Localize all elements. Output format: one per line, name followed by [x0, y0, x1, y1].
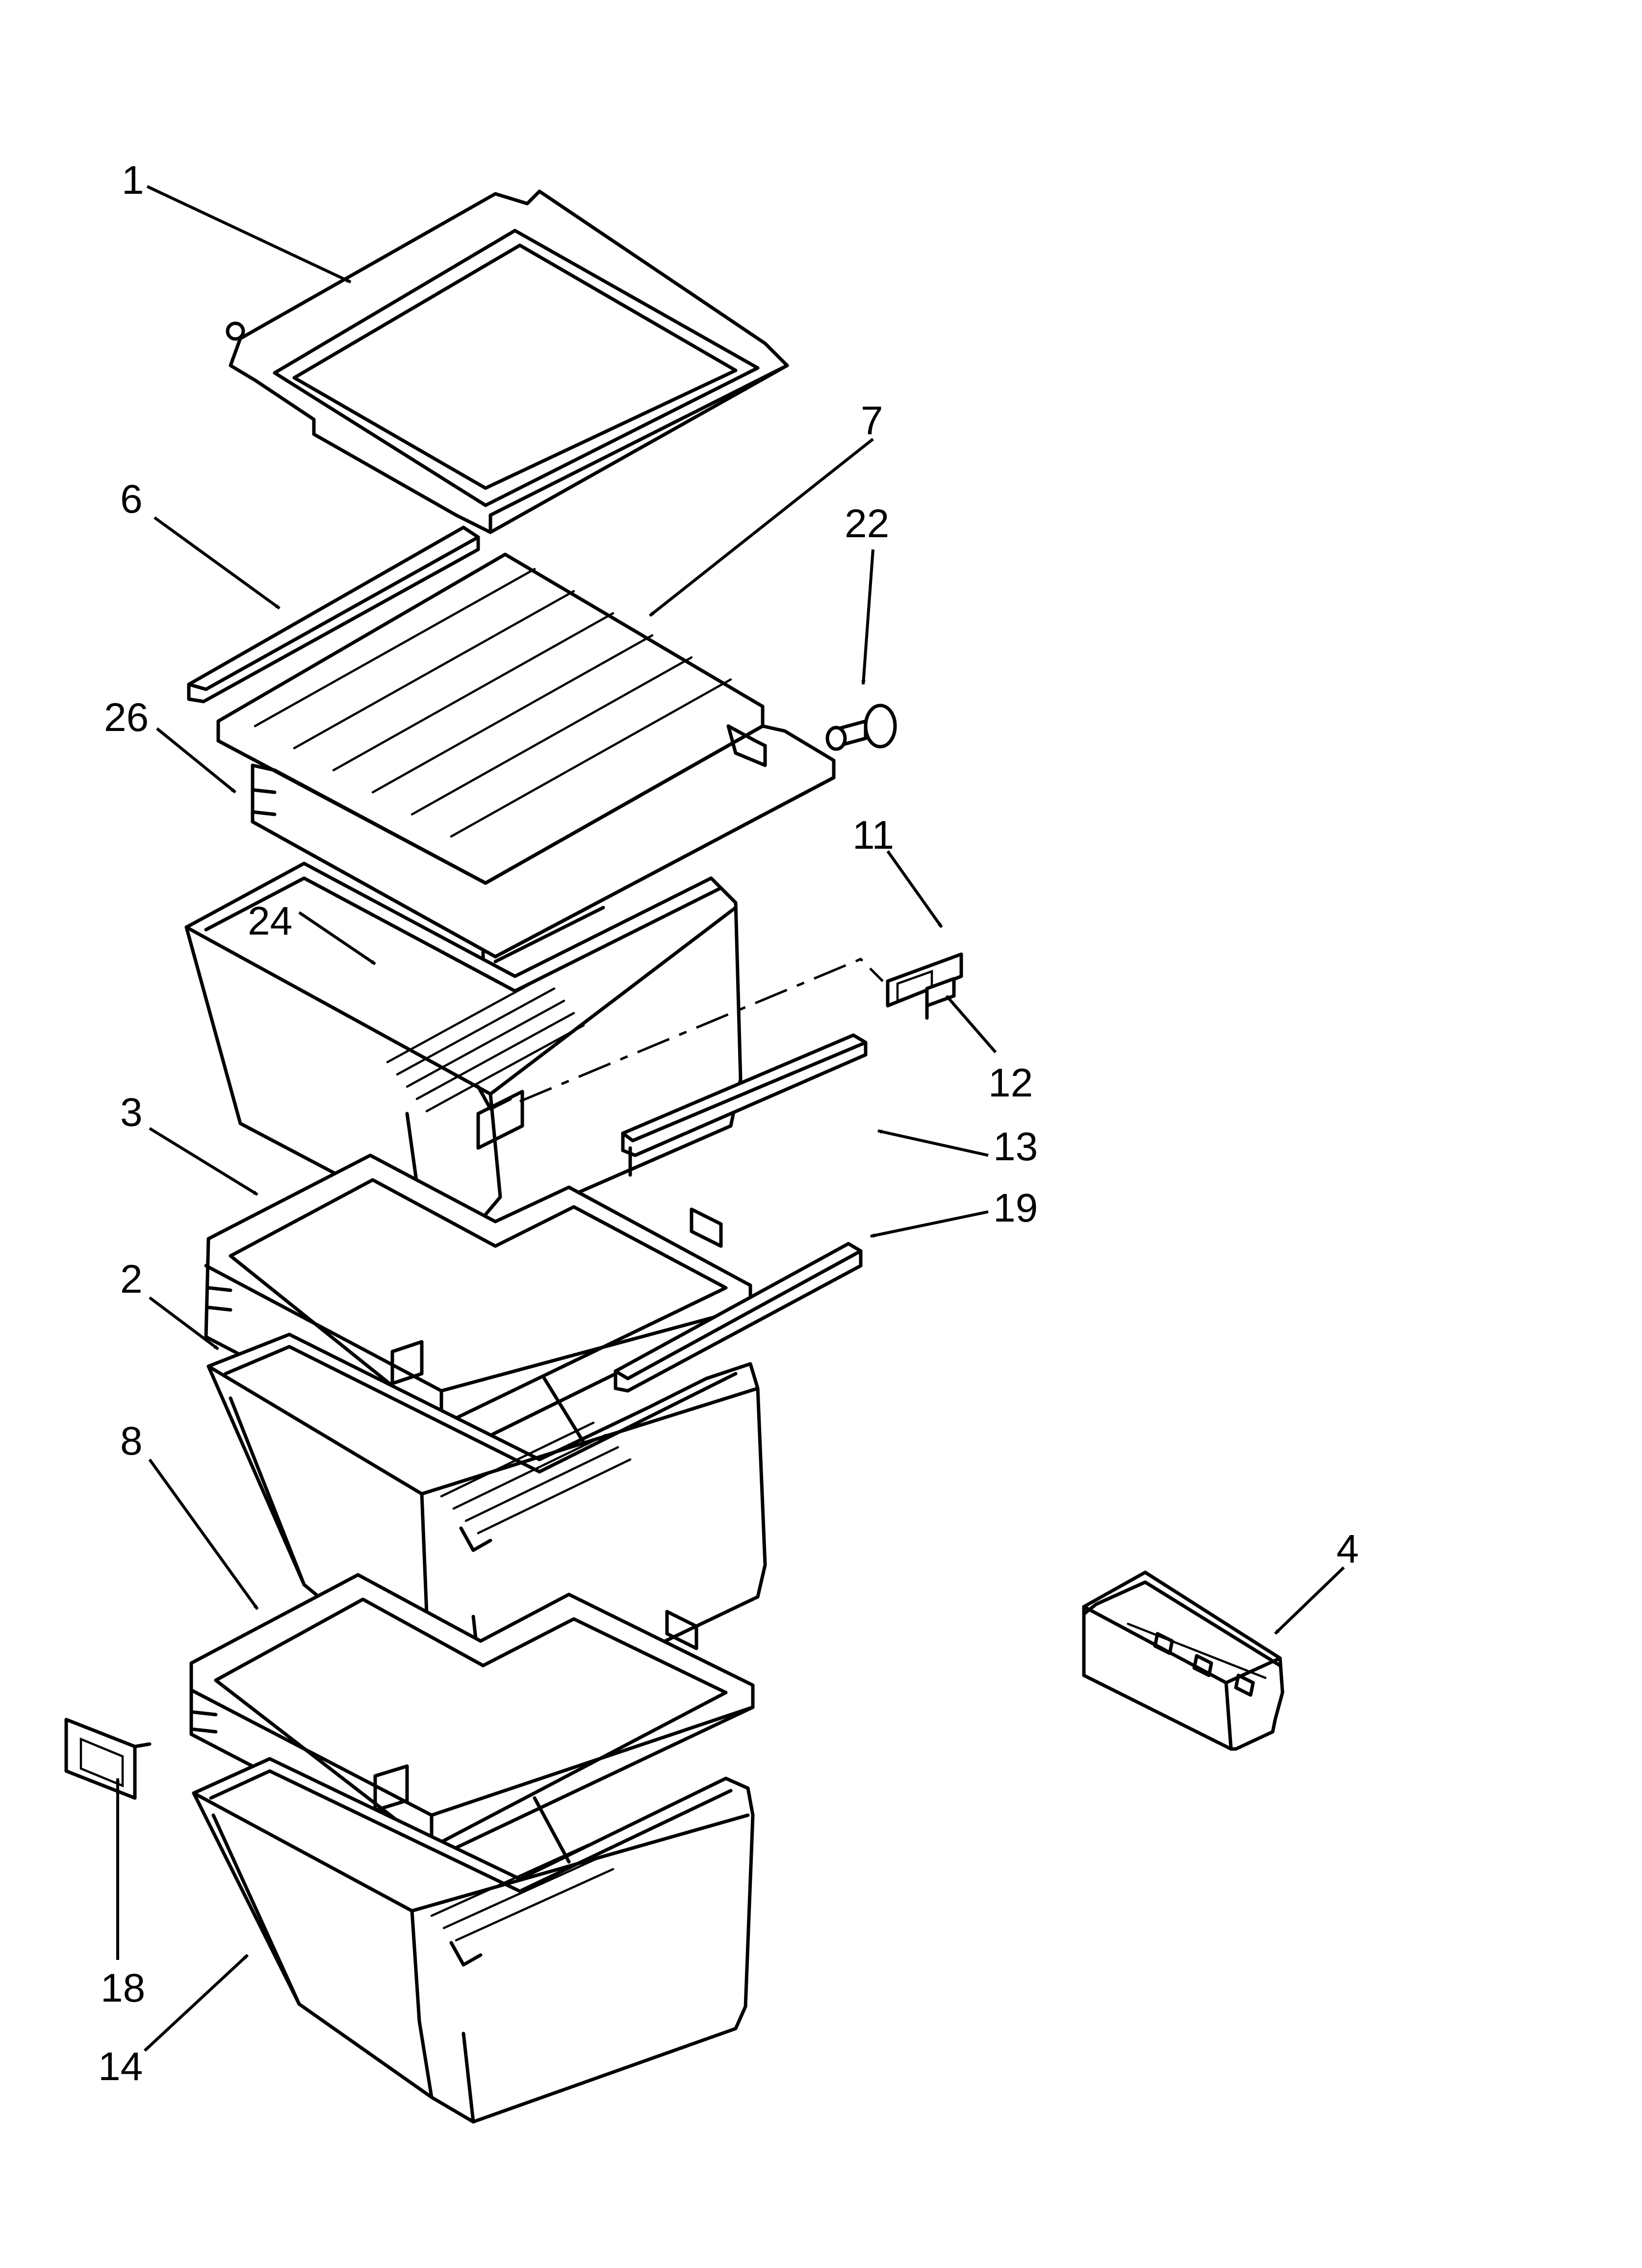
part-6-trim-rail	[187, 525, 480, 704]
part-19-slide-rail	[614, 1242, 863, 1393]
callout-22: 22	[845, 501, 889, 546]
part-1-glass-shelf	[226, 189, 789, 534]
part-13-slide-rail	[621, 1033, 868, 1177]
upper-crisper-drawer	[184, 861, 743, 1246]
part-26-crisper-cover-frame	[251, 724, 836, 959]
callout-labels: 1 6 7 22 26 11 24 12 3 13 19 2 4 8 18 14	[98, 158, 1359, 2089]
callout-13: 13	[993, 1124, 1038, 1169]
middle-crisper-vent	[440, 1421, 632, 1535]
callout-4: 4	[1336, 1527, 1359, 1571]
callout-12: 12	[988, 1061, 1033, 1105]
callout-2: 2	[120, 1257, 143, 1302]
callout-6: 6	[120, 477, 143, 521]
callout-14: 14	[98, 2044, 143, 2089]
callout-26: 26	[104, 695, 149, 740]
leader-lines	[115, 185, 1345, 2052]
callout-24: 24	[248, 899, 292, 943]
part-12-clip	[925, 977, 956, 1020]
callout-3: 3	[120, 1090, 143, 1135]
part-18-label-card	[64, 1718, 152, 1800]
upper-crisper-vent	[386, 975, 585, 1113]
bottom-crisper-vent	[430, 1843, 615, 1942]
alignment-dash-line	[519, 958, 884, 1103]
callout-7: 7	[861, 398, 883, 443]
callout-1: 1	[122, 158, 144, 203]
part-22-hardware	[825, 704, 897, 751]
part-4-dairy-bin	[1082, 1570, 1284, 1751]
callout-8: 8	[120, 1419, 143, 1463]
part-14-crisper-drawer	[192, 1757, 755, 2124]
callout-11: 11	[852, 813, 894, 858]
callout-19: 19	[993, 1186, 1038, 1230]
callout-18: 18	[101, 1966, 145, 2010]
